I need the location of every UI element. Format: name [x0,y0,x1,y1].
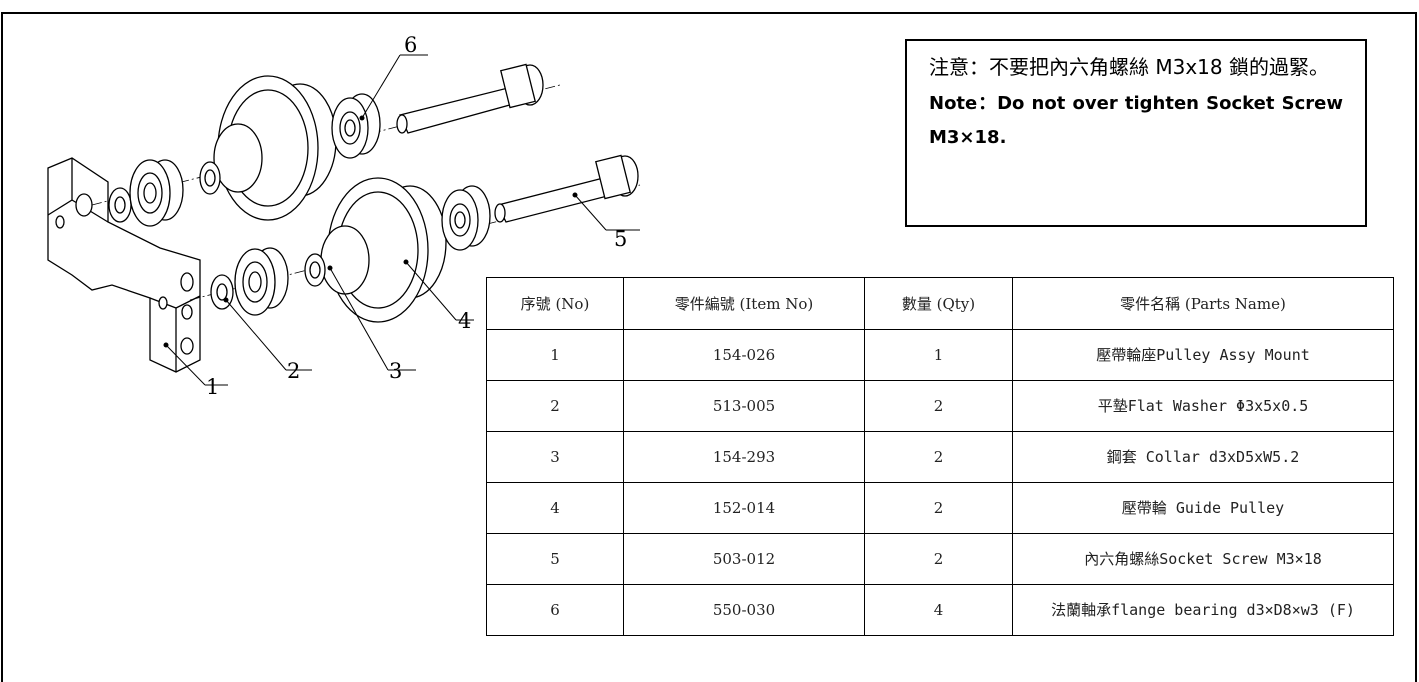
caution-text-english: Note：Do not over tighten Socket Screw M3… [929,93,1343,148]
row-parts-name: 壓帶輪座Pulley Assy Mount [1012,329,1394,381]
flange-bearing-part-lower-left [234,247,289,316]
row-qty: 1 [864,329,1013,381]
flange-bearing-part-upper-left [129,159,184,227]
socket-screw-part-upper [396,63,544,134]
row-qty: 2 [864,431,1013,483]
row-parts-name: 法蘭軸承flange bearing d3×D8×w3 (F) [1012,584,1394,636]
row-no: 3 [486,431,624,483]
pulley-mount-part [47,157,201,373]
row-qty: 2 [864,533,1013,585]
row-no: 1 [486,329,624,381]
drawing-frame [1,12,1417,682]
row-item-no: 154-293 [623,431,865,483]
callout-3: 3 [389,359,402,383]
table-row: 3 154-293 2 鋼套 Collar d3xD5xW5.2 [486,431,1394,483]
row-item-no: 513-005 [623,380,865,432]
flange-bearing-part-upper-right [331,93,381,159]
header-item-no: 零件編號 (Item No) [623,277,865,330]
guide-pulley-part-upper [199,75,337,221]
row-parts-name: 內六角螺絲Socket Screw M3×18 [1012,533,1394,585]
header-no: 序號 (No) [486,277,624,330]
row-qty: 4 [864,584,1013,636]
washer-part-upper [108,187,132,223]
table-header-row: 序號 (No) 零件編號 (Item No) 數量 (Qty) 零件名稱 (Pa… [486,277,1394,330]
row-no: 5 [486,533,624,585]
caution-text-chinese: 注意：不要把內六角螺絲 M3x18 鎖的過緊。 [929,55,1329,79]
header-qty: 數量 (Qty) [864,277,1013,330]
table-row: 6 550-030 4 法蘭軸承flange bearing d3×D8×w3 … [486,584,1394,636]
row-qty: 2 [864,482,1013,534]
caution-note: 注意：不要把內六角螺絲 M3x18 鎖的過緊。 Note：Do not over… [905,39,1367,227]
row-no: 6 [486,584,624,636]
guide-pulley-part-lower [304,177,447,323]
row-no: 2 [486,380,624,432]
parts-table: 序號 (No) 零件編號 (Item No) 數量 (Qty) 零件名稱 (Pa… [486,277,1394,636]
table-row: 2 513-005 2 平墊Flat Washer Φ3x5x0.5 [486,380,1394,432]
callout-6: 6 [404,33,417,57]
row-qty: 2 [864,380,1013,432]
flange-bearing-part-lower-right [441,185,491,251]
table-row: 1 154-026 1 壓帶輪座Pulley Assy Mount [486,329,1394,381]
table-row: 4 152-014 2 壓帶輪 Guide Pulley [486,482,1394,534]
callout-2: 2 [287,359,300,383]
callout-1: 1 [206,375,219,399]
table-row: 5 503-012 2 內六角螺絲Socket Screw M3×18 [486,533,1394,585]
row-item-no: 550-030 [623,584,865,636]
row-item-no: 154-026 [623,329,865,381]
callout-5: 5 [614,227,627,251]
row-parts-name: 平墊Flat Washer Φ3x5x0.5 [1012,380,1394,432]
row-no: 4 [486,482,624,534]
socket-screw-part-lower [494,154,639,223]
row-item-no: 503-012 [623,533,865,585]
row-parts-name: 鋼套 Collar d3xD5xW5.2 [1012,431,1394,483]
row-parts-name: 壓帶輪 Guide Pulley [1012,482,1394,534]
row-item-no: 152-014 [623,482,865,534]
callout-4: 4 [458,309,471,333]
header-parts-name: 零件名稱 (Parts Name) [1012,277,1394,330]
